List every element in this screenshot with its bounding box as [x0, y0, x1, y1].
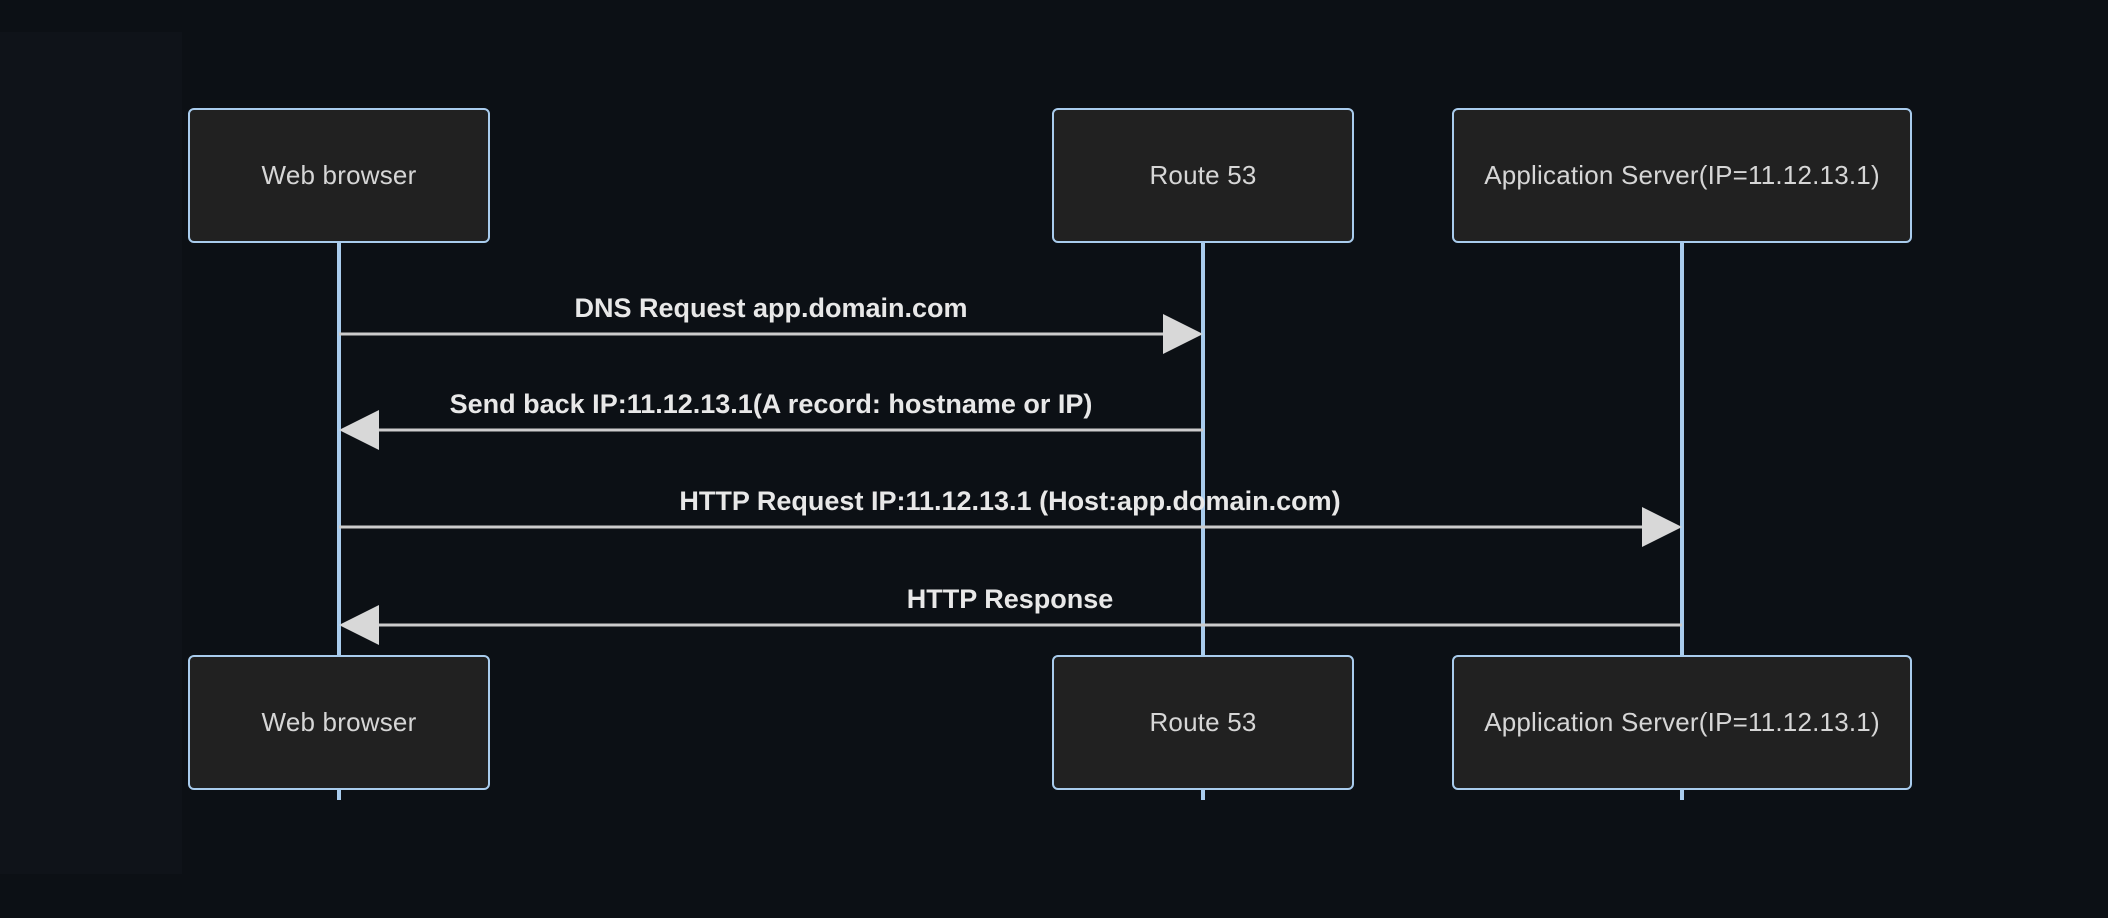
participant-label-appserver-bottom: Application Server(IP=11.12.13.1)	[1484, 707, 1880, 737]
background-strip	[0, 0, 2108, 32]
message-label-1: DNS Request app.domain.com	[574, 293, 968, 323]
background-panel	[0, 32, 182, 874]
arrowhead-right-1	[1163, 314, 1203, 354]
arrowhead-right-3	[1642, 507, 1682, 547]
arrowhead-left-2	[339, 410, 379, 450]
participant-box-route53-bottom[interactable]: Route 53	[1052, 655, 1354, 790]
participant-label-route53-top: Route 53	[1149, 160, 1257, 190]
message-label-2: Send back IP:11.12.13.1(A record: hostna…	[449, 389, 1093, 419]
arrowhead-left-4	[339, 605, 379, 645]
message-label-3: HTTP Request IP:11.12.13.1 (Host:app.dom…	[679, 486, 1341, 516]
message-label-4: HTTP Response	[906, 584, 1114, 614]
participant-label-route53-bottom: Route 53	[1149, 707, 1257, 737]
message-arrow-1[interactable]	[339, 314, 1203, 354]
participant-label-browser-bottom: Web browser	[261, 707, 417, 737]
message-arrow-2[interactable]	[339, 410, 1203, 450]
participant-box-browser-bottom[interactable]: Web browser	[188, 655, 490, 790]
message-arrow-4[interactable]	[339, 605, 1682, 645]
participant-box-appserver-top[interactable]: Application Server(IP=11.12.13.1)	[1452, 108, 1912, 243]
participant-label-appserver-top: Application Server(IP=11.12.13.1)	[1484, 160, 1880, 190]
participant-label-browser-top: Web browser	[261, 160, 417, 190]
message-arrow-3[interactable]	[339, 507, 1682, 547]
participant-box-appserver-bottom[interactable]: Application Server(IP=11.12.13.1)	[1452, 655, 1912, 790]
participant-box-browser-top[interactable]: Web browser	[188, 108, 490, 243]
participant-box-route53-top[interactable]: Route 53	[1052, 108, 1354, 243]
